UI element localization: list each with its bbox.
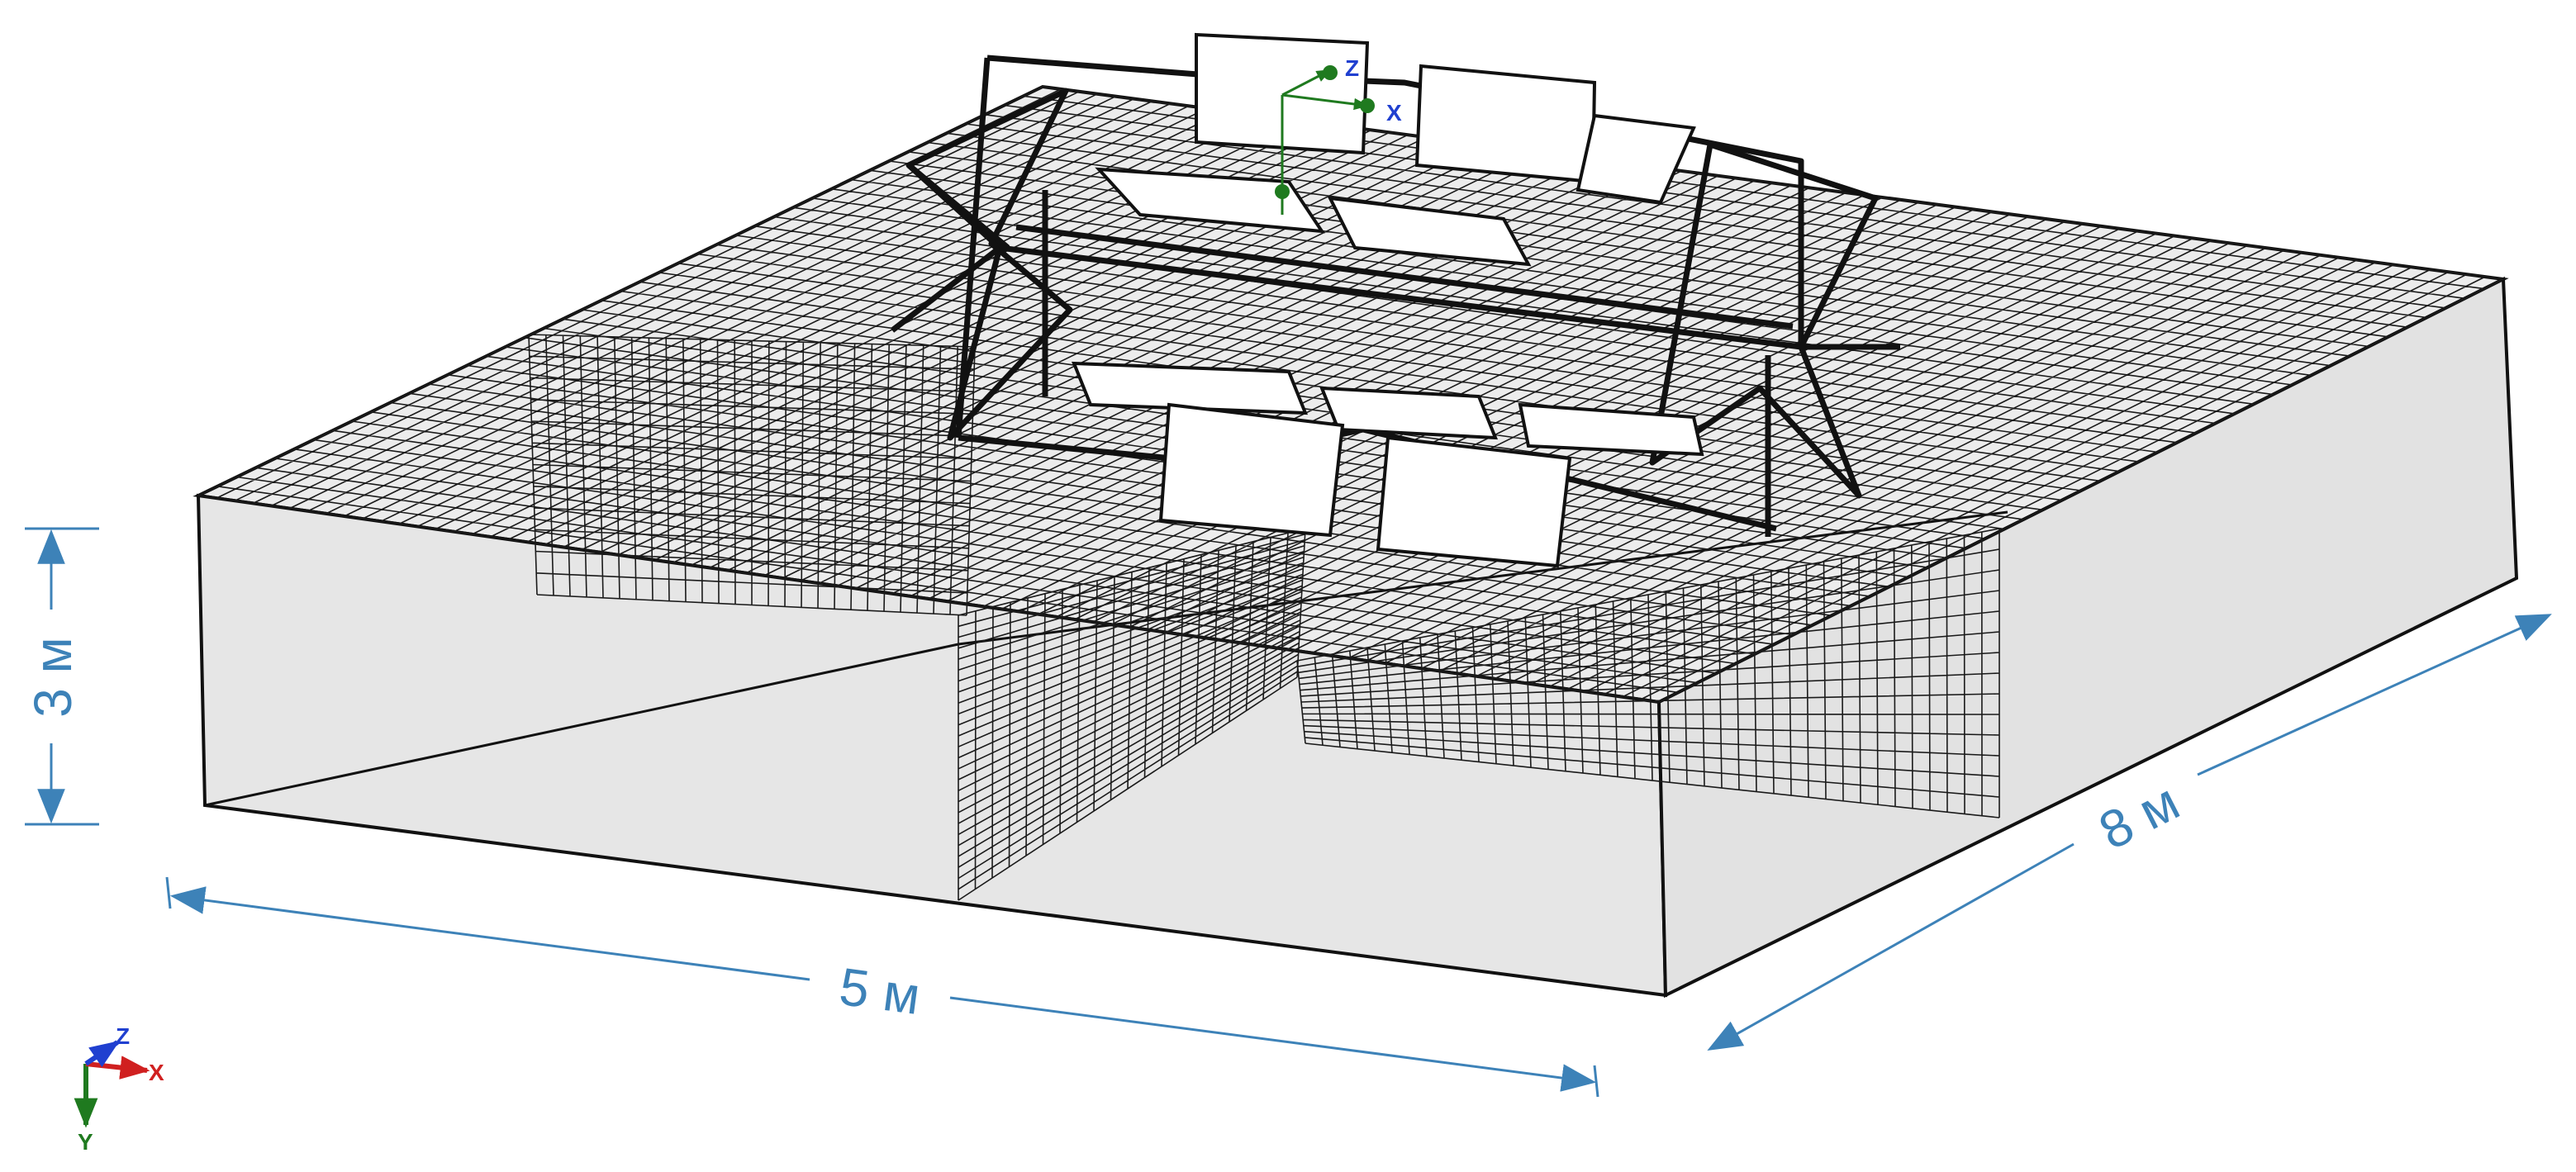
frame-strut bbox=[906, 163, 1010, 250]
floor-edge bbox=[204, 643, 959, 807]
gizmo-handle bbox=[1323, 65, 1338, 80]
sensor-frame bbox=[890, 55, 1900, 537]
panel-top-skew bbox=[1576, 113, 1696, 205]
mesh-wall-center bbox=[958, 528, 1306, 901]
gizmo-z-label: Z bbox=[1345, 55, 1359, 81]
width-label: 5 м bbox=[836, 956, 924, 1026]
panel-low-center bbox=[1319, 386, 1499, 440]
depth-dim-line-bottom bbox=[1707, 842, 2075, 1051]
frame-right-star bbox=[1649, 141, 1879, 499]
width-dim-line-right bbox=[949, 996, 1597, 1092]
frame-long-bar bbox=[999, 244, 1802, 350]
height-label: 3 м bbox=[23, 637, 83, 717]
panel-low-left bbox=[1071, 361, 1309, 415]
panel-mid-left bbox=[1095, 167, 1325, 234]
floor-edge bbox=[958, 510, 2008, 646]
triad-x-label: X bbox=[149, 1060, 164, 1085]
triad-x-axis bbox=[85, 1056, 150, 1079]
gizmo-handle bbox=[1360, 98, 1375, 113]
frame-upper-rail bbox=[986, 55, 1804, 347]
depth-label: 8 м bbox=[2089, 771, 2188, 861]
gizmo-axis-x bbox=[1281, 93, 1369, 111]
frame-long-bar bbox=[1015, 224, 1794, 330]
width-ext-right bbox=[1593, 1065, 1599, 1098]
panel-hang-left bbox=[1158, 402, 1345, 538]
local-axis-gizmo: Z X bbox=[1275, 55, 1402, 215]
gizmo-handle bbox=[1275, 184, 1290, 199]
mesh-lines bbox=[528, 334, 976, 616]
global-axis-triad: Z X Y bbox=[74, 1023, 164, 1155]
width-ext-left bbox=[165, 876, 172, 909]
panel-low-right bbox=[1518, 402, 1704, 457]
mesh-lines bbox=[1296, 528, 2000, 819]
gizmo-axis-z bbox=[1281, 69, 1332, 97]
depth-dim-line-top bbox=[2197, 614, 2552, 776]
gizmo-x-label: X bbox=[1386, 100, 1402, 126]
triad-y-label: Y bbox=[78, 1129, 93, 1155]
mesh-lines bbox=[958, 528, 1306, 901]
triad-z-label: Z bbox=[116, 1023, 130, 1049]
panel-hang-right bbox=[1376, 435, 1572, 568]
panel-top-left bbox=[1195, 32, 1370, 155]
mesh-wall-left bbox=[528, 334, 976, 616]
frame-strut bbox=[890, 245, 1002, 333]
frame-strut bbox=[955, 57, 991, 439]
mesh-wall-right bbox=[1296, 528, 2000, 819]
panel-top-right bbox=[1414, 64, 1597, 184]
panel-mid-right bbox=[1327, 196, 1532, 267]
dimension-annotations: 3 м 5 м 8 м bbox=[23, 527, 2552, 1098]
sensor-panels bbox=[1071, 32, 1704, 568]
triad-z-axis bbox=[84, 1040, 120, 1068]
width-dim-line-left bbox=[169, 886, 810, 981]
